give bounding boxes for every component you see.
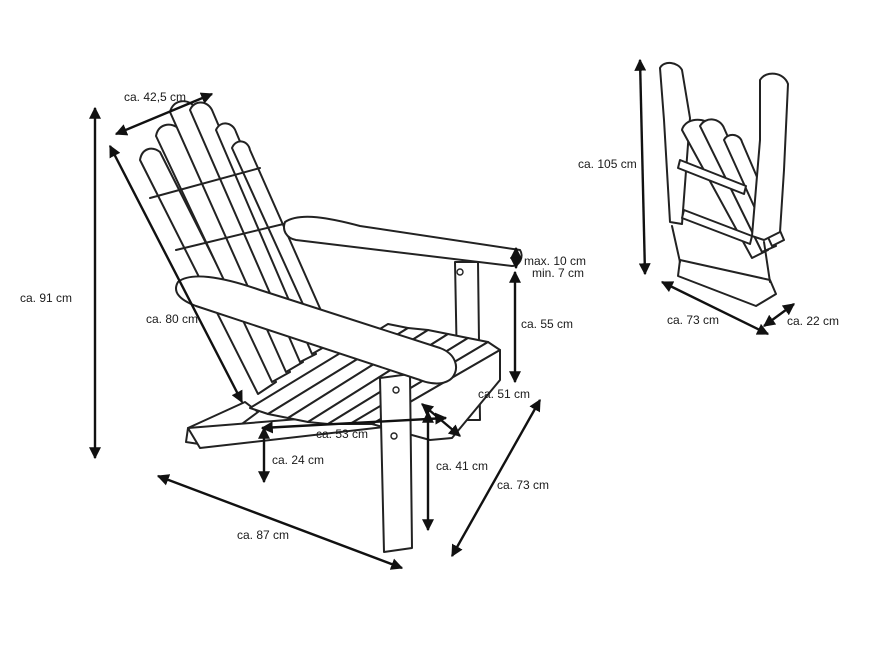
assembled-chair-drawing	[139, 100, 523, 553]
dim-arrow-seat-depth	[260, 412, 448, 434]
label-width-top: ca. 42,5 cm	[124, 90, 186, 104]
dim-arrow-folded-depth	[763, 303, 795, 327]
label-length-total: ca. 87 cm	[237, 528, 289, 542]
dimension-arrows	[89, 58, 795, 570]
label-seat-front-height: ca. 24 cm	[272, 453, 324, 467]
label-back-length: ca. 80 cm	[146, 312, 198, 326]
label-seat-depth-side: ca. 51 cm	[478, 387, 530, 401]
label-folded-width: ca. 73 cm	[667, 313, 719, 327]
backrest-slats	[139, 100, 335, 395]
label-height-total: ca. 91 cm	[20, 291, 72, 305]
label-folded-height: ca. 105 cm	[578, 157, 637, 171]
label-arm-min: min. 7 cm	[532, 266, 584, 280]
dim-arrow-depth-total	[450, 398, 542, 558]
dim-arrow-width-top	[114, 92, 214, 136]
front-leg	[379, 373, 413, 553]
label-seat-height: ca. 41 cm	[436, 459, 488, 473]
dim-arrow-folded-height	[634, 58, 651, 276]
label-arm-height: ca. 55 cm	[521, 317, 573, 331]
folded-chair-drawing	[659, 62, 789, 307]
right-armrest	[283, 215, 523, 267]
dimension-labels: ca. 42,5 cm ca. 91 cm ca. 80 cm max. 10 …	[20, 90, 839, 542]
dim-arrow-folded-width	[660, 280, 770, 336]
label-seat-depth: ca. 53 cm	[316, 427, 368, 441]
label-depth-total: ca. 73 cm	[497, 478, 549, 492]
label-arm-max: max. 10 cm	[524, 254, 586, 268]
dim-arrow-back-length	[108, 144, 244, 404]
dim-arrow-length-total	[156, 474, 404, 570]
label-folded-depth: ca. 22 cm	[787, 314, 839, 328]
